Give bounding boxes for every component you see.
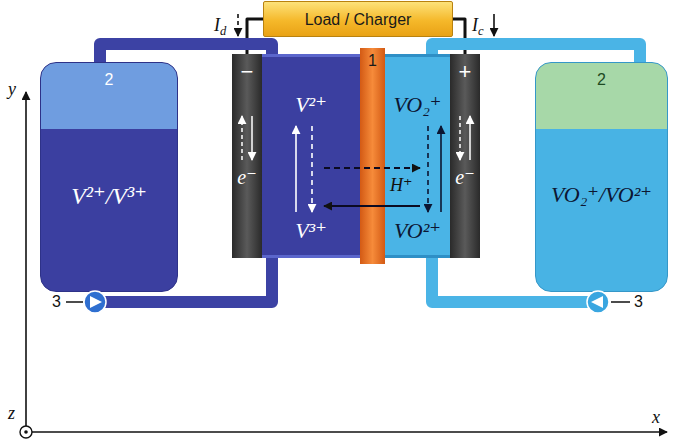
discharge-reaction-arrow [427, 126, 429, 212]
negolyte-tank: 2V²⁺/V³⁺ [40, 62, 178, 292]
electron-discharge-arrow [459, 116, 461, 160]
load-charger-box: Load / Charger [263, 1, 453, 37]
z-axis-symbol [20, 426, 32, 438]
pump-symbol [587, 291, 609, 313]
callout-number: 3 [52, 293, 61, 311]
callout-number: 3 [634, 293, 643, 311]
membrane: 1 [360, 48, 385, 264]
callout-number: 2 [105, 71, 114, 89]
callout-number: 1 [368, 52, 377, 70]
negative-half-cell: V²⁺ V³⁺ [262, 54, 360, 258]
polarity-sign: − [241, 60, 254, 84]
callout-number: 2 [597, 71, 606, 89]
ion-label: VO₂⁺ [394, 93, 442, 117]
z-axis-dot [24, 430, 28, 434]
subscript: c [478, 24, 484, 38]
discharge-reaction-arrow [311, 126, 313, 212]
electron-charge-arrow [469, 116, 471, 160]
pump-body [587, 291, 609, 313]
charge-current-arrow [493, 14, 495, 36]
electron-charge-arrow [251, 116, 253, 160]
charge-reaction-arrow [295, 126, 297, 212]
current-label: Ic [472, 16, 484, 36]
electron-discharge-arrow [241, 116, 243, 160]
negative-electrode: − e⁻ [232, 54, 262, 258]
current-label: Id [214, 16, 226, 36]
leader-line [66, 301, 83, 303]
pump-triangle [591, 296, 603, 308]
subscript: d [220, 24, 226, 38]
axis-label: z [8, 404, 15, 424]
polarity-sign: + [459, 60, 472, 84]
posolyte-tank: 2VO₂⁺/VO²⁺ [535, 62, 668, 292]
pump-symbol [84, 291, 106, 313]
ion-label: H⁺ [390, 176, 413, 196]
proton-discharge-arrow [324, 167, 420, 169]
ion-label: VO²⁺ [394, 219, 441, 243]
x-axis [26, 431, 667, 433]
positive-electrode: + e⁻ [450, 54, 480, 258]
discharge-current-arrow [237, 14, 239, 36]
electrolyte-label: V²⁺/V³⁺ [71, 183, 147, 209]
axis-label: y [8, 80, 16, 100]
electrolyte-label: VO₂⁺/VO²⁺ [551, 183, 652, 207]
axis-label: x [652, 408, 660, 428]
positive-half-cell: VO₂⁺ VO²⁺ [385, 54, 450, 258]
electron-label: e⁻ [237, 166, 256, 188]
electron-label: e⁻ [455, 166, 474, 188]
pump-triangle [90, 296, 102, 308]
box-label: Load / Charger [305, 11, 412, 29]
charge-reaction-arrow [440, 126, 442, 212]
ion-label: V²⁺ [295, 93, 327, 117]
leader-line [611, 301, 630, 303]
ion-label: V³⁺ [295, 219, 327, 243]
proton-charge-arrow [324, 205, 420, 207]
pump-body [84, 291, 106, 313]
y-axis [25, 92, 27, 432]
